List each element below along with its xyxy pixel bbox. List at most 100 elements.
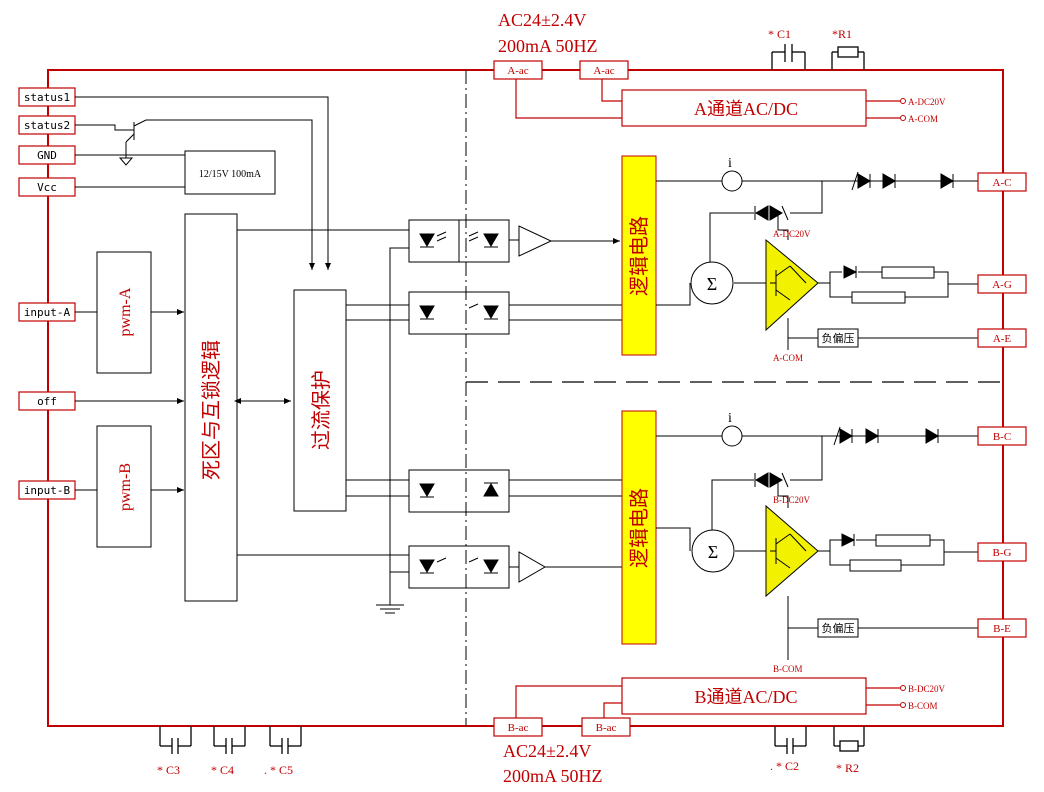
capacitor-c5 bbox=[269, 726, 302, 754]
label-c2: . * C2 bbox=[770, 759, 799, 773]
a-ac-wire-1 bbox=[515, 79, 622, 119]
pin-off-label: off bbox=[37, 395, 57, 408]
label-r2: * R2 bbox=[836, 761, 859, 775]
gate-network-a bbox=[843, 265, 935, 304]
label-c5: . * C5 bbox=[264, 763, 293, 777]
channel-b-com-label: B-COM bbox=[773, 664, 803, 674]
negative-bias-b-label: 负偏压 bbox=[822, 621, 855, 635]
input-wires bbox=[75, 309, 184, 493]
regulator-box bbox=[184, 150, 276, 195]
current-sensor-b-label: i bbox=[728, 411, 732, 426]
capacitor-c4 bbox=[213, 726, 246, 754]
gate-network-b bbox=[841, 533, 931, 572]
logic-circuit-a bbox=[621, 155, 657, 356]
channel-a-wiring bbox=[656, 180, 978, 350]
converter-b-label: B通道AC/DC bbox=[694, 687, 797, 707]
converter-a-dc-label: A-DC20V bbox=[908, 97, 946, 107]
resistor-r1 bbox=[831, 46, 865, 70]
overcurrent-block bbox=[293, 289, 347, 512]
channel-a-dc-label: A-DC20V bbox=[773, 229, 811, 239]
current-sensor-a bbox=[721, 170, 743, 192]
resistor-r2 bbox=[833, 726, 865, 752]
output-b-c-label: B-C bbox=[993, 431, 1011, 443]
logic-circuit-b bbox=[621, 410, 657, 645]
overcurrent-label: 过流保护 bbox=[310, 370, 333, 450]
optocoupler-a-fault bbox=[408, 291, 622, 335]
negative-bias-a bbox=[817, 328, 859, 348]
converter-b bbox=[621, 677, 867, 715]
optocoupler-b-fault bbox=[408, 469, 622, 513]
output-a-e[interactable] bbox=[977, 328, 1027, 348]
logic-circuit-b-label: 逻辑电路 bbox=[628, 488, 651, 568]
b-ac-wire-2 bbox=[603, 702, 622, 718]
pwm-a-label: pwm-A bbox=[117, 287, 134, 336]
gate-driver-a bbox=[765, 238, 819, 332]
deadzone-logic-label: 死区与互锁逻辑 bbox=[200, 340, 223, 480]
summer-a bbox=[690, 261, 734, 305]
bottom-supply-current: 200mA 50HZ bbox=[503, 766, 603, 786]
channel-a-com-label: A-COM bbox=[773, 353, 803, 363]
gate-driver-b bbox=[765, 504, 819, 598]
a-ac-wire-2 bbox=[601, 79, 622, 102]
label-c1: * C1 bbox=[768, 27, 791, 41]
opto-wires bbox=[237, 229, 409, 614]
pwm-b-label: pwm-B bbox=[117, 463, 134, 511]
summer-b-label: Σ bbox=[708, 542, 718, 562]
status-wires bbox=[75, 96, 331, 270]
top-supply-voltage: AC24±2.4V bbox=[498, 10, 586, 30]
capacitor-c3 bbox=[159, 726, 192, 754]
pin-input-b-label: input-B bbox=[24, 484, 71, 497]
b-ac-wire-1 bbox=[515, 685, 622, 718]
b-ac-port-2 bbox=[581, 717, 631, 737]
label-c4: * C4 bbox=[211, 763, 234, 777]
pin-gnd-label: GND bbox=[37, 149, 57, 162]
bottom-supply-voltage: AC24±2.4V bbox=[503, 741, 591, 761]
pin-status1-label: status1 bbox=[24, 91, 70, 104]
label-c3: * C3 bbox=[157, 763, 180, 777]
converter-a-label: A通道AC/DC bbox=[694, 99, 798, 119]
a-ac-port-2-label: A-ac bbox=[593, 65, 614, 77]
pin-vcc-label: Vcc bbox=[37, 181, 57, 194]
logic-circuit-a-label: 逻辑电路 bbox=[628, 216, 651, 296]
output-b-g-label: B-G bbox=[993, 547, 1012, 559]
optocoupler-a-drive bbox=[408, 219, 620, 263]
top-supply-current: 200mA 50HZ bbox=[498, 36, 598, 56]
converter-a-com-label: A-COM bbox=[908, 114, 938, 124]
output-b-c[interactable] bbox=[977, 426, 1027, 446]
a-ac-port-1-label: A-ac bbox=[507, 65, 528, 77]
b-ac-port-1-label: B-ac bbox=[508, 722, 529, 734]
output-b-g[interactable] bbox=[977, 542, 1027, 562]
regulator-label: 12/15V 100mA bbox=[199, 169, 262, 180]
converter-b-com-label: B-COM bbox=[908, 701, 938, 711]
diode-chain-a bbox=[754, 171, 954, 221]
summer-a-label: Σ bbox=[707, 274, 717, 294]
output-a-e-label: A-E bbox=[993, 333, 1012, 345]
pwm-b-block bbox=[96, 425, 152, 548]
output-a-g-label: A-G bbox=[992, 279, 1012, 291]
a-ac-port-1 bbox=[493, 60, 543, 80]
label-r1: *R1 bbox=[832, 27, 852, 41]
converter-a bbox=[621, 89, 867, 127]
diode-chain-b bbox=[754, 426, 939, 488]
output-a-g[interactable] bbox=[977, 274, 1027, 294]
a-ac-port-2 bbox=[579, 60, 629, 80]
negative-bias-a-label: 负偏压 bbox=[822, 331, 855, 345]
gate-driver-a-transistor bbox=[770, 265, 807, 301]
optocoupler-b-drive bbox=[408, 545, 622, 589]
b-ac-port-2-label: B-ac bbox=[596, 722, 617, 734]
converter-b-dc-label: B-DC20V bbox=[908, 684, 946, 694]
output-b-e-label: B-E bbox=[993, 623, 1011, 635]
summer-b bbox=[691, 529, 735, 573]
output-a-c[interactable] bbox=[977, 172, 1027, 192]
pwm-a-block bbox=[96, 251, 152, 374]
pin-status2-label: status2 bbox=[24, 119, 70, 132]
negative-bias-b bbox=[817, 618, 859, 638]
pin-input-a-label: input-A bbox=[24, 306, 71, 319]
capacitor-c2 bbox=[774, 726, 807, 754]
input-pins: status1 status2 GND Vcc input-A off inpu… bbox=[18, 87, 76, 500]
output-b-e[interactable] bbox=[977, 618, 1027, 638]
deadzone-logic-block bbox=[184, 213, 238, 602]
capacitor-c1 bbox=[771, 44, 806, 70]
gate-driver-b-transistor bbox=[770, 533, 807, 569]
